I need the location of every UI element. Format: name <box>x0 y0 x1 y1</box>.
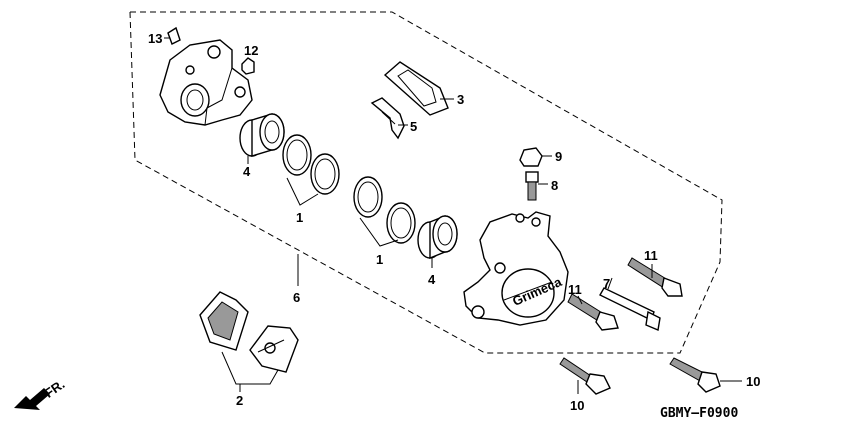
seal-rings-left[interactable] <box>282 134 340 195</box>
label-4b: 4 <box>428 272 436 287</box>
label-12: 12 <box>244 43 258 58</box>
label-6: 6 <box>293 290 300 305</box>
caliper-body[interactable]: Grimeca <box>463 211 569 326</box>
brake-pad-left[interactable] <box>199 291 249 351</box>
label-8: 8 <box>551 178 558 193</box>
label-5: 5 <box>410 119 417 134</box>
label-9: 9 <box>555 149 562 164</box>
label-10b: 10 <box>746 374 760 389</box>
label-7: 7 <box>603 276 610 291</box>
pad-spring-plate[interactable] <box>383 61 449 116</box>
label-13: 13 <box>148 31 162 46</box>
caliper-bolt-lower[interactable] <box>567 293 619 331</box>
bleed-valve-cap[interactable] <box>519 147 543 167</box>
seal-rings-right[interactable] <box>353 176 416 244</box>
mounting-bolt-left[interactable] <box>559 357 611 395</box>
front-direction-arrow: FR. <box>14 377 67 410</box>
mounting-bolt-right[interactable] <box>669 357 721 393</box>
label-11b: 11 <box>568 282 582 297</box>
label-11a: 11 <box>644 248 658 263</box>
pad-retainer-clip[interactable] <box>370 97 405 140</box>
label-4a: 4 <box>243 164 251 179</box>
label-1a: 1 <box>296 210 303 225</box>
label-3: 3 <box>457 92 464 107</box>
caliper-pin[interactable] <box>599 287 661 331</box>
caliper-bolt-upper[interactable] <box>627 257 683 297</box>
label-2: 2 <box>236 393 243 408</box>
label-1b: 1 <box>376 252 383 267</box>
diagram-code: GBMY—F0900 <box>660 406 738 421</box>
piston-right[interactable] <box>417 215 458 260</box>
label-10a: 10 <box>570 398 584 413</box>
bleed-valve[interactable] <box>525 171 539 201</box>
brake-pad-right[interactable] <box>249 325 299 373</box>
caliper-bracket[interactable] <box>159 39 253 126</box>
assembly-boundary <box>129 11 723 354</box>
bleed-cap-small[interactable] <box>241 57 255 75</box>
piston-left[interactable] <box>239 113 285 157</box>
pin-clip[interactable] <box>167 26 181 45</box>
